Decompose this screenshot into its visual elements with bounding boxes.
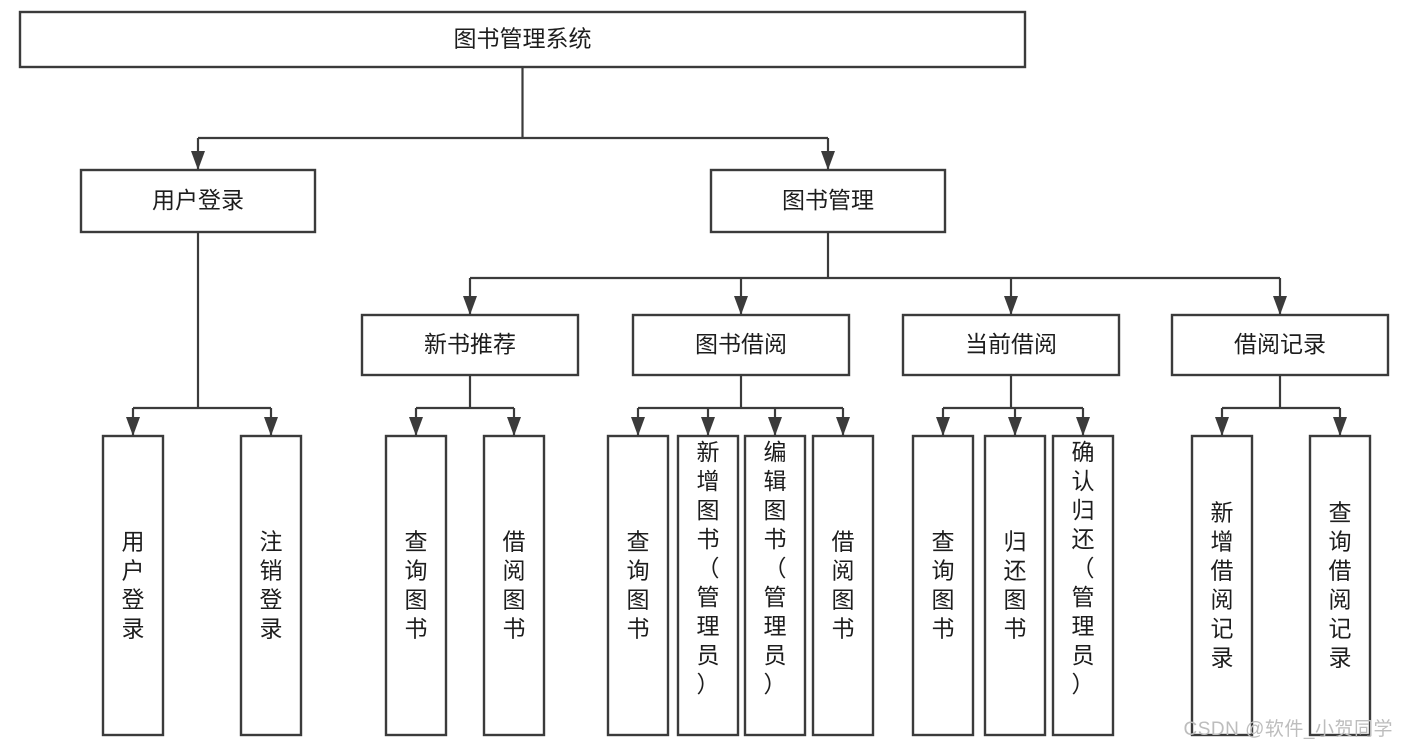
- node-leaf-2-box[interactable]: [384, 434, 448, 737]
- node-root-label: 图书管理系统: [454, 26, 592, 52]
- arrowhead-icon: [1333, 417, 1347, 436]
- arrowhead-icon: [631, 417, 645, 436]
- arrowhead-icon: [836, 417, 850, 436]
- node-layer: 图书管理系统用户登录图书管理新书推荐图书借阅当前借阅借阅记录用户登录注销登录查询…: [18, 10, 1390, 737]
- node-leaf-12-label: 查询借阅记录: [1329, 500, 1352, 671]
- node-leaf-2-label: 查询图书: [405, 529, 428, 642]
- arrowhead-icon: [1076, 417, 1090, 436]
- arrowhead-icon: [1273, 296, 1287, 315]
- node-leaf-6-box[interactable]: [743, 434, 807, 737]
- arrowhead-icon: [1004, 296, 1018, 315]
- arrowhead-icon: [701, 417, 715, 436]
- node-leaf-10[interactable]: 确认归还（管理员）: [1051, 434, 1115, 737]
- node-leaf-12-box[interactable]: [1308, 434, 1372, 737]
- arrowhead-icon: [734, 296, 748, 315]
- node-leaf-3-box[interactable]: [482, 434, 546, 737]
- node-leaf-1[interactable]: 注销登录: [239, 434, 303, 737]
- node-level3-2-label: 当前借阅: [965, 331, 1057, 357]
- node-leaf-10-box[interactable]: [1051, 434, 1115, 737]
- node-level2-1-box[interactable]: [709, 168, 947, 234]
- node-leaf-3[interactable]: 借阅图书: [482, 434, 546, 737]
- node-leaf-8-box[interactable]: [911, 434, 975, 737]
- arrowhead-icon: [126, 417, 140, 436]
- connector-layer: [126, 67, 1347, 436]
- node-leaf-11[interactable]: 新增借阅记录: [1190, 434, 1254, 737]
- arrowhead-icon: [507, 417, 521, 436]
- node-leaf-0-label: 用户登录: [122, 529, 145, 642]
- node-level3-1-label: 图书借阅: [695, 331, 787, 357]
- node-leaf-1-label: 注销登录: [260, 529, 283, 642]
- node-root[interactable]: 图书管理系统: [18, 10, 1027, 69]
- node-level3-2[interactable]: 当前借阅: [901, 313, 1121, 377]
- node-leaf-5-box[interactable]: [676, 434, 740, 737]
- node-leaf-6-label: 编辑图书（管理员）: [764, 439, 787, 697]
- node-leaf-11-label: 新增借阅记录: [1211, 500, 1234, 671]
- arrowhead-icon: [191, 151, 205, 170]
- node-leaf-9[interactable]: 归还图书: [983, 434, 1047, 737]
- node-leaf-9-label: 归还图书: [1004, 529, 1027, 642]
- node-leaf-6[interactable]: 编辑图书（管理员）: [743, 434, 807, 737]
- node-level3-2-box[interactable]: [901, 313, 1121, 377]
- node-level2-0[interactable]: 用户登录: [79, 168, 317, 234]
- node-level3-0-label: 新书推荐: [424, 331, 516, 357]
- arrowhead-icon: [264, 417, 278, 436]
- node-leaf-7-box[interactable]: [811, 434, 875, 737]
- node-leaf-4-label: 查询图书: [627, 529, 650, 642]
- node-leaf-7[interactable]: 借阅图书: [811, 434, 875, 737]
- node-leaf-7-label: 借阅图书: [832, 529, 855, 642]
- arrowhead-icon: [1008, 417, 1022, 436]
- arrowhead-icon: [1215, 417, 1229, 436]
- arrowhead-icon: [463, 296, 477, 315]
- node-level2-0-box[interactable]: [79, 168, 317, 234]
- node-level3-3[interactable]: 借阅记录: [1170, 313, 1390, 377]
- node-leaf-4[interactable]: 查询图书: [606, 434, 670, 737]
- node-level3-3-label: 借阅记录: [1234, 331, 1326, 357]
- node-level3-1[interactable]: 图书借阅: [631, 313, 851, 377]
- node-root-box[interactable]: [18, 10, 1027, 69]
- arrowhead-icon: [821, 151, 835, 170]
- node-level3-0-box[interactable]: [360, 313, 580, 377]
- node-leaf-4-box[interactable]: [606, 434, 670, 737]
- node-leaf-1-box[interactable]: [239, 434, 303, 737]
- node-leaf-10-label: 确认归还（管理员）: [1072, 439, 1095, 697]
- node-level3-0[interactable]: 新书推荐: [360, 313, 580, 377]
- node-leaf-5[interactable]: 新增图书（管理员）: [676, 434, 740, 737]
- node-leaf-0[interactable]: 用户登录: [101, 434, 165, 737]
- node-leaf-8[interactable]: 查询图书: [911, 434, 975, 737]
- arrowhead-icon: [936, 417, 950, 436]
- node-leaf-12[interactable]: 查询借阅记录: [1308, 434, 1372, 737]
- arrowhead-icon: [768, 417, 782, 436]
- node-leaf-0-box[interactable]: [101, 434, 165, 737]
- node-level3-1-box[interactable]: [631, 313, 851, 377]
- node-level2-1[interactable]: 图书管理: [709, 168, 947, 234]
- node-leaf-3-label: 借阅图书: [503, 529, 526, 642]
- node-leaf-11-box[interactable]: [1190, 434, 1254, 737]
- node-level2-0-label: 用户登录: [152, 187, 244, 213]
- node-leaf-9-box[interactable]: [983, 434, 1047, 737]
- node-level3-3-box[interactable]: [1170, 313, 1390, 377]
- node-level2-1-label: 图书管理: [782, 187, 874, 213]
- node-leaf-2[interactable]: 查询图书: [384, 434, 448, 737]
- node-leaf-5-label: 新增图书（管理员）: [697, 439, 720, 697]
- arrowhead-icon: [409, 417, 423, 436]
- node-leaf-8-label: 查询图书: [932, 529, 955, 642]
